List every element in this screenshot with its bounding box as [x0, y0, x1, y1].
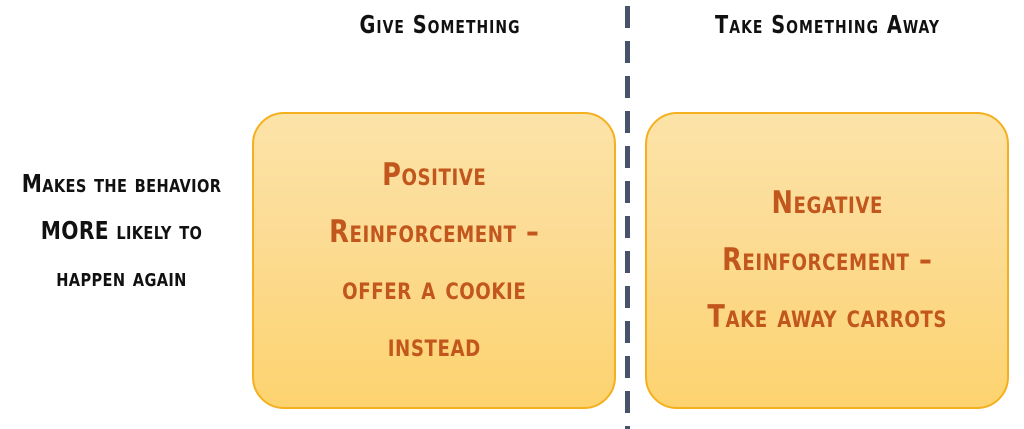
card-negative-reinforcement[interactable]: Negative Reinforcement – Take away carro… — [645, 112, 1009, 409]
card-positive-line-3: offer a cookie — [341, 270, 527, 307]
row-label-more-likely: Makes the behavior MORE likely to happen… — [12, 160, 231, 301]
card-negative-reinforcement-text: Negative Reinforcement – Take away carro… — [707, 175, 947, 346]
column-header-take-something-away: Take Something Away — [715, 10, 940, 39]
vertical-dashed-divider — [625, 0, 630, 429]
card-positive-reinforcement-text: Positive Reinforcement – offer a cookie … — [329, 147, 539, 375]
card-negative-line-1: Negative — [771, 185, 883, 221]
card-positive-line-1: Positive — [381, 156, 487, 193]
card-positive-line-4: instead — [387, 327, 481, 364]
card-negative-line-3: Take away carrots — [707, 299, 947, 335]
row-label-line-3: happen again — [56, 263, 187, 292]
row-label-line-1: Makes the behavior — [21, 169, 222, 198]
card-positive-reinforcement[interactable]: Positive Reinforcement – offer a cookie … — [252, 112, 616, 409]
row-label-line-2: MORE likely to — [40, 216, 203, 245]
column-header-give-something: Give Something — [359, 10, 521, 39]
card-negative-line-2: Reinforcement – — [721, 242, 933, 278]
card-positive-line-2: Reinforcement – — [328, 213, 540, 250]
